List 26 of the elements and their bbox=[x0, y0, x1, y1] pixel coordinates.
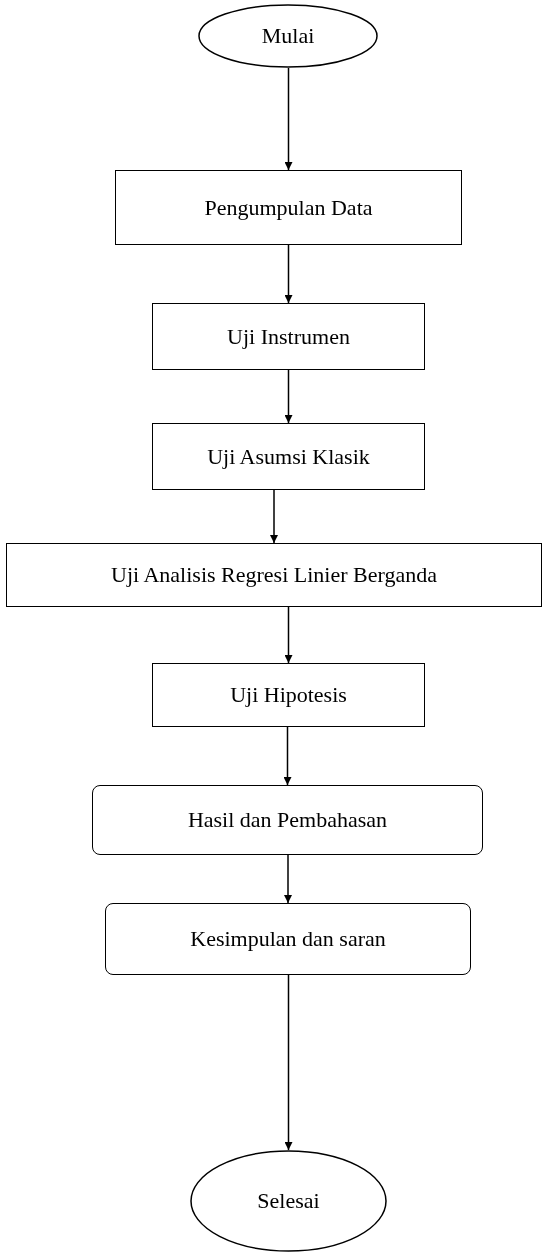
node-label: Pengumpulan Data bbox=[204, 194, 373, 221]
node-label: Uji Hipotesis bbox=[230, 682, 347, 708]
process-box bbox=[6, 543, 542, 607]
node-label: Kesimpulan dan saran bbox=[190, 926, 386, 952]
node-label: Uji Instrumen bbox=[227, 323, 350, 350]
node-label: Selesai bbox=[257, 1188, 320, 1214]
node-label: Hasil dan Pembahasan bbox=[187, 807, 388, 833]
terminal-ellipse bbox=[198, 4, 378, 68]
arrow bbox=[283, 726, 292, 786]
arrow bbox=[284, 244, 293, 304]
arrow bbox=[284, 606, 293, 664]
node-label: Uji Analisis Regresi Linier Berganda bbox=[111, 562, 437, 588]
arrow bbox=[284, 974, 293, 1151]
process-box bbox=[115, 170, 462, 245]
process-box bbox=[152, 303, 425, 370]
process-box bbox=[152, 663, 425, 727]
process-box bbox=[92, 785, 483, 855]
process-box bbox=[105, 903, 471, 975]
arrow bbox=[284, 67, 293, 171]
node-label: Uji Asumsi Klasik bbox=[207, 443, 370, 470]
process-box bbox=[152, 423, 425, 490]
arrow bbox=[284, 854, 292, 904]
terminal-ellipse bbox=[190, 1150, 387, 1252]
arrow bbox=[270, 489, 278, 544]
arrow bbox=[284, 369, 293, 424]
node-label: Mulai bbox=[261, 23, 315, 49]
